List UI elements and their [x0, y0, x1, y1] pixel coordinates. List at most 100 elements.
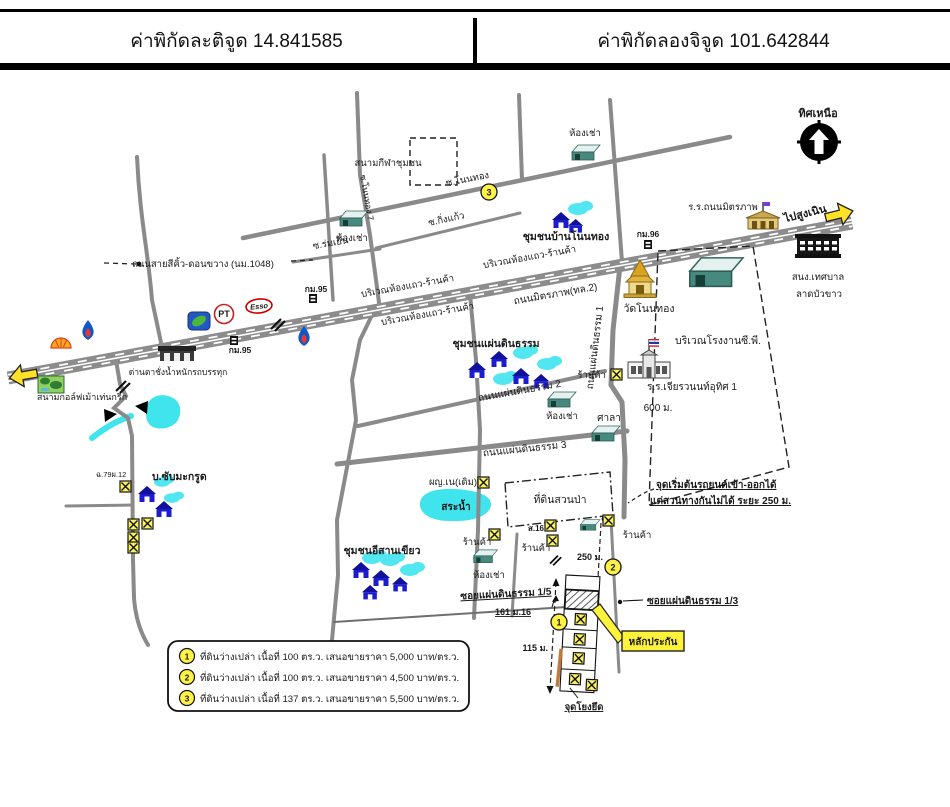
sports-field-boundary: [409, 137, 458, 186]
svg-text:3: 3: [486, 188, 491, 198]
label-map-sheet: ฉ.79ผ.12: [96, 470, 126, 479]
road-network: [64, 91, 733, 674]
coord-divider: [473, 18, 477, 63]
boundary-mark: [555, 648, 563, 687]
rental-warehouse-icon: [339, 210, 369, 227]
coordinate-header: ค่าพิกัดละติจูด 14.841585 ค่าพิกัดลองจิจ…: [0, 18, 950, 63]
pond-shape: [419, 488, 492, 522]
label-compass: ทิศเหนือ: [798, 107, 837, 120]
factory-warehouse-icon: [688, 256, 744, 288]
longitude-value: ค่าพิกัดลองจิจูด 101.642844: [597, 30, 830, 52]
label-sikhiu-road: ถนนสายสีคิ้ว-ดอนขวาง (นม.1048): [132, 257, 274, 270]
label-collateral: หลักประกัน: [629, 636, 678, 648]
north-compass-icon: [797, 120, 841, 164]
community-ban-non-thong-houses: [552, 201, 593, 233]
esso-station-icon: Esso: [245, 298, 273, 314]
legend-item-2: 2 ที่ดินว่างเปล่า เนื้อที่ 100 ตร.ว. เสน…: [178, 668, 459, 686]
label-rental-3: ห้องเช่า: [546, 411, 578, 422]
km95-post-icon: [309, 294, 317, 303]
label-km96: กม.96: [637, 229, 660, 239]
label-entry-note-1: จุดเริ่มต้นรถยนต์เข้า-ออกได้: [656, 477, 776, 491]
bangchak-station-icon: [187, 311, 211, 331]
shell-station-icon: [50, 337, 72, 349]
legend-text-1: ที่ดินว่างเปล่า เนื้อที่ 100 ตร.ว. เสนอข…: [200, 649, 459, 663]
plot-number-1: 1: [550, 613, 568, 631]
thai-flag-icon: [649, 339, 659, 347]
svg-text:2: 2: [610, 563, 615, 573]
svg-text:1: 1: [185, 652, 190, 662]
arrow-west-icon: [6, 361, 40, 390]
label-km95-a: กม.95: [305, 284, 328, 294]
golf-course-icon: [37, 375, 65, 394]
anchor-pointer: [569, 687, 579, 699]
label-entry-note-2: แต่สวนทางกันไม่ได้ ระยะ 250 ม.: [650, 494, 791, 507]
label-shophouse-2: บริเวณห้องแถว-ร้านค้า: [482, 244, 577, 271]
label-shop-3: ร้านค้า: [522, 543, 551, 554]
rental-warehouse-icon: [547, 391, 577, 408]
svg-text:Esso: Esso: [250, 301, 269, 312]
label-municipal-1: สนง.เทศบาล: [792, 272, 844, 283]
label-rental-1: ห้องเช่า: [569, 128, 601, 139]
highway-mittraphap: [6, 216, 854, 385]
plot-number-2: 2: [604, 558, 622, 576]
callout-arrow-icon: [591, 603, 625, 644]
label-600m: 600 ม.: [644, 403, 673, 414]
label-rental-4: ห้องเช่า: [473, 570, 505, 581]
svg-text:PT: PT: [218, 309, 230, 319]
school-mittraphap-icon: [745, 202, 781, 230]
streams-and-ponds: [89, 395, 492, 522]
label-school-mittraphap: ร.ร.ถนนมิตรภาพ: [688, 202, 758, 213]
label-s16: ส.16: [528, 524, 545, 533]
legend-item-1: 1 ที่ดินว่างเปล่า เนื้อที่ 100 ตร.ว. เสน…: [178, 647, 459, 665]
cp-factory-boundary: [648, 245, 790, 506]
header-rule: [0, 63, 950, 70]
label-sala: ศาลา: [597, 413, 621, 424]
legend-item-3: 3 ที่ดินว่างเปล่า เนื้อที่ 137 ตร.ว. เสน…: [178, 689, 459, 707]
label-forest-land: ที่ดินสวนป่า: [534, 492, 587, 506]
label-school-jiaravanon: ร.ร.เจียรวนนท์อุทิศ 1: [647, 381, 737, 393]
latitude-value: ค่าพิกัดละติจูด 14.841585: [130, 30, 343, 52]
arrow-161: [551, 597, 556, 608]
label-soi-1-5: ซอยแผ่นดินธรรม 1/5: [460, 586, 552, 603]
label-shop-1: ร้านค้า: [577, 370, 606, 381]
label-wat-non-thong: วัดโนนทอง: [623, 302, 674, 315]
rental-warehouse-icon: [473, 549, 498, 564]
label-cp-factory: บริเวณโรงงานซี.พี.: [675, 334, 761, 347]
label-municipal-2: ลาดบัวขาว: [796, 289, 842, 300]
shop-warehouse-icon: [580, 519, 601, 531]
weigh-station-icon: [158, 346, 196, 361]
svg-text:2: 2: [185, 673, 190, 683]
label-pond: สระน้ำ: [441, 499, 470, 513]
label-250m: 250 ม.: [577, 552, 603, 562]
label-km95-b: กม.95: [229, 345, 252, 355]
svg-text:3: 3: [185, 694, 190, 704]
plot-number-3: 3: [480, 183, 498, 201]
pt-station-icon: PT: [213, 303, 235, 325]
label-golf-course: สนามกอล์ฟเม้าเท่นกรีก: [37, 391, 127, 402]
label-rental-2: ห้องเช่า: [336, 233, 368, 244]
label-weigh-station: ด่านตาชั่งน้ำหนักรถบรรทุก: [129, 366, 227, 378]
municipal-office-icon: [795, 234, 841, 258]
community-isan-khiao-houses: [352, 550, 425, 600]
crossing-icon: [549, 554, 563, 567]
legend-text-3: ที่ดินว่างเปล่า เนื้อที่ 137 ตร.ว. เสนอข…: [200, 691, 459, 705]
label-ban-sap-makrut: บ.ซับมะกรูด: [152, 471, 207, 484]
label-community-isan: ชุมชนอีสานเขียว: [344, 544, 421, 558]
label-sports-field: สนามกีฬาชุมชน: [354, 157, 422, 169]
land-plot-column: [555, 574, 601, 694]
soi13-pointer: [622, 599, 644, 602]
label-anchor-point: จุดโยงยึด: [565, 701, 604, 713]
label-shop-4: ร้านค้า: [623, 530, 652, 541]
wat-non-thong-icon: [623, 258, 657, 298]
legend: 1 ที่ดินว่างเปล่า เนื้อที่ 100 ตร.ว. เสน…: [167, 640, 470, 712]
flow-arrow-icon: [104, 409, 117, 422]
km96-post-icon: [644, 240, 652, 249]
label-community-non-thong: ชุมชนบ้านโนนทอง: [523, 230, 609, 244]
school-jiaravanon-icon: [627, 339, 671, 379]
legend-text-2: ที่ดินว่างเปล่า เนื้อที่ 100 ตร.ว. เสนอข…: [200, 670, 459, 684]
label-headman: ผญ.เน(เดิม): [429, 477, 477, 488]
collateral-callout: หลักประกัน: [591, 603, 685, 652]
km95-post-icon: [230, 336, 238, 345]
